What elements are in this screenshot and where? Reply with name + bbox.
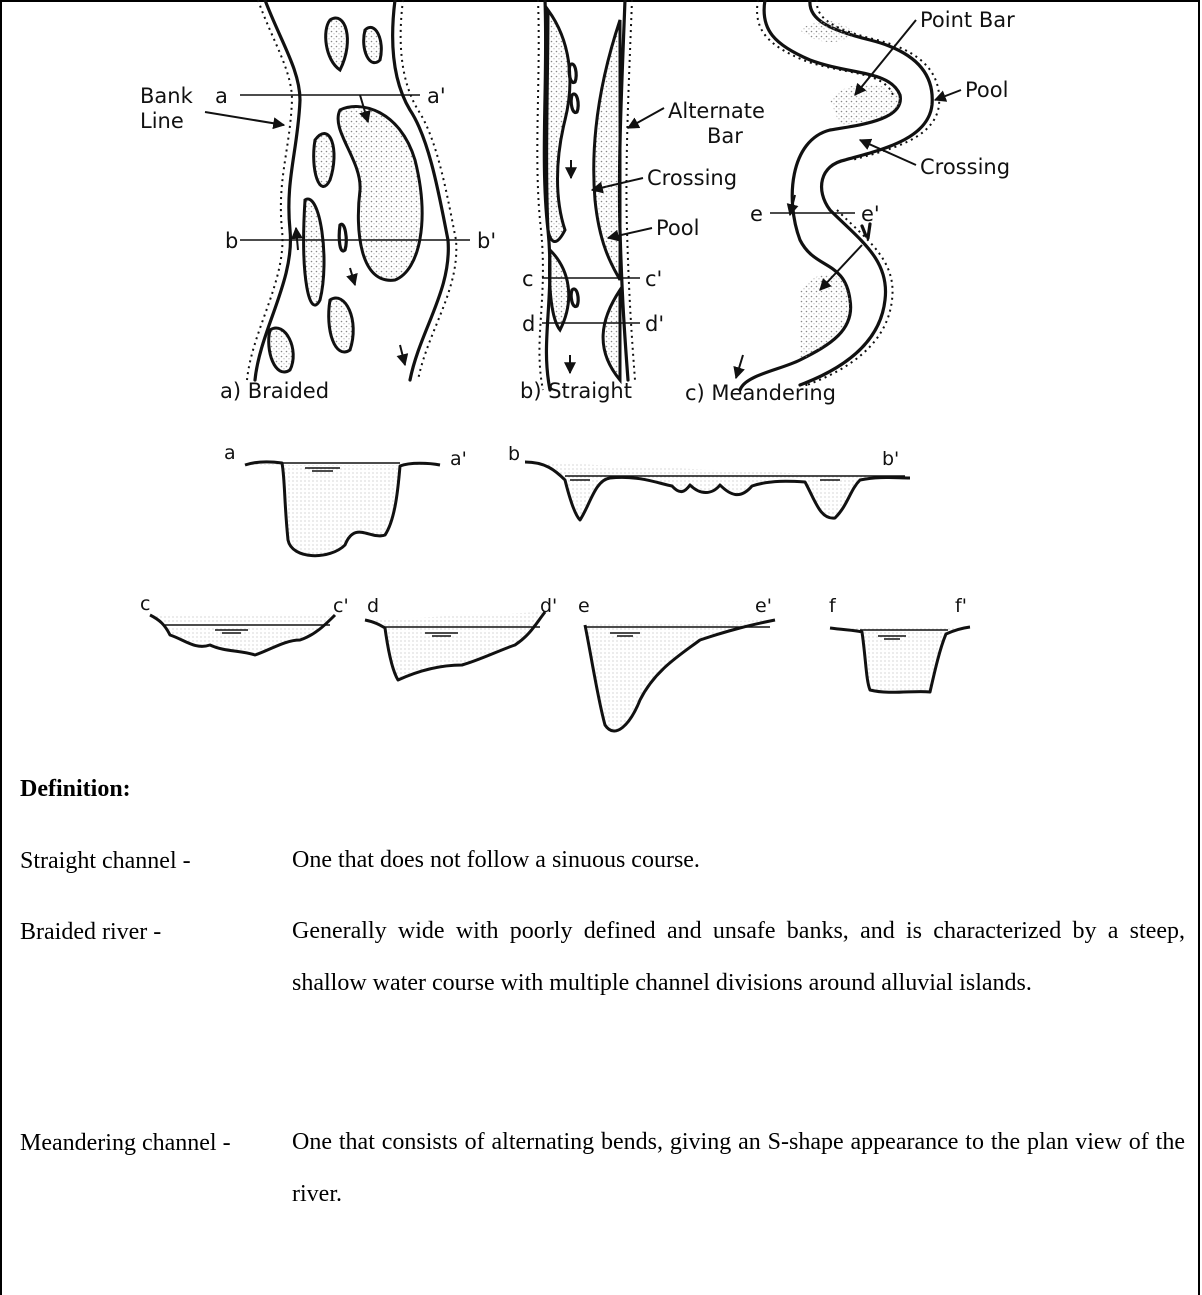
definition-description: One that consists of alternating bends, … [292,1116,1185,1220]
section-label-b: b [508,443,520,465]
caption-braided: a) Braided [220,379,329,403]
section-label-a: a [224,442,236,464]
section-f [830,627,970,692]
label-e: e [750,202,763,226]
label-bank-line-2: Line [140,109,184,133]
section-label-d: d [367,595,379,617]
section-label-f-prime: f' [955,595,967,617]
section-a [245,462,440,556]
definition-term: Straight channel - [20,848,191,875]
label-alternate-bar-1: Alternate [668,99,765,123]
caption-meandering: c) Meandering [685,381,836,405]
braided-plan-view [240,0,470,380]
bank-line-leader [205,112,284,125]
definition-term: Meandering channel - [20,1130,231,1157]
definition-term: Braided river - [20,919,161,946]
label-c-prime: c' [645,267,662,291]
definition-description: One that does not follow a sinuous cours… [292,834,1185,886]
definition-description: Generally wide with poorly defined and u… [292,905,1185,1009]
section-label-b-prime: b' [882,448,899,470]
label-a: a [215,84,228,108]
section-label-a-prime: a' [450,448,467,470]
label-point-bar: Point Bar [920,8,1015,32]
section-label-c: c [140,593,150,615]
section-c [150,615,335,655]
label-b: b [225,229,238,253]
alternate-bar-leader [628,108,664,128]
label-alternate-bar-2: Bar [707,124,743,148]
caption-straight: b) Straight [520,379,632,403]
definitions-heading: Definition: [20,776,131,803]
section-b [525,462,910,520]
label-e-prime: e' [861,202,880,226]
section-label-d-prime: d' [540,595,557,617]
section-label-e: e [578,595,590,617]
label-pool-b: Pool [656,216,699,240]
label-pool-c: Pool [965,78,1008,102]
section-e [585,620,775,731]
section-label-c-prime: c' [333,595,349,617]
straight-plan-view [537,0,640,390]
label-c: c [522,267,534,291]
label-a-prime: a' [427,84,446,108]
section-label-e-prime: e' [755,595,772,617]
meandering-plan-view [736,0,939,390]
river-channel-figure: a a' b b' Bank Line a) Braided c c' d d'… [0,0,1202,760]
section-label-f: f [829,595,837,617]
label-crossing-c: Crossing [920,155,1010,179]
label-bank-line-1: Bank [140,84,194,108]
label-d-prime: d' [645,312,664,336]
label-b-prime: b' [477,229,496,253]
section-d [365,612,545,680]
label-d: d [522,312,535,336]
label-crossing-b: Crossing [647,166,737,190]
